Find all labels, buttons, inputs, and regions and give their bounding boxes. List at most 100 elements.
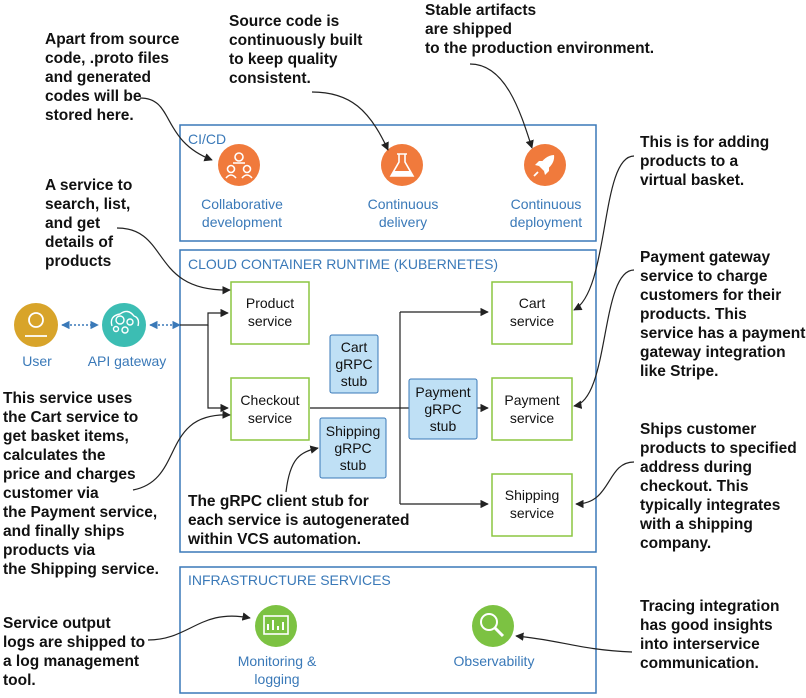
note-checkout-line4: calculates the xyxy=(3,447,106,464)
runtime-panel: CLOUD CONTAINER RUNTIME (KUBERNETES) xyxy=(179,249,597,553)
note-payment-line7: like Stripe. xyxy=(640,363,718,380)
checkout-service-line2: service xyxy=(248,410,293,426)
note-artifacts: Stable artifacts are shipped to the prod… xyxy=(425,2,654,57)
delivery-label-line1: Continuous xyxy=(368,196,439,212)
payment-service: Payment service xyxy=(491,377,573,441)
note-tracing-line1: Tracing integration xyxy=(640,598,780,615)
note-logs-line1: Service output xyxy=(3,615,111,632)
runtime-panel-title: CLOUD CONTAINER RUNTIME (KUBERNETES) xyxy=(188,256,498,272)
note-shipping-line1: Ships customer xyxy=(640,421,756,438)
monitoring-logging: Monitoring & logging xyxy=(238,605,317,687)
note-build-line1: Source code is xyxy=(229,13,339,30)
monitoring-label-line1: Monitoring & xyxy=(238,653,317,669)
infra-panel: INFRASTRUCTURE SERVICES xyxy=(179,566,597,694)
magnifier-icon xyxy=(472,605,514,647)
note-vcs-line1: Apart from source xyxy=(45,31,180,48)
note-payment-line5: service has a payment xyxy=(640,325,805,342)
note-vcs-line4: codes will be xyxy=(45,88,142,105)
checkout-service: Checkout service xyxy=(230,377,310,441)
cart-stub-line2: gRPC xyxy=(335,356,372,372)
note-product: A service to search, list, and get detai… xyxy=(45,177,132,270)
cart-service-line2: service xyxy=(510,313,555,329)
infra-panel-title: INFRASTRUCTURE SERVICES xyxy=(188,572,391,588)
note-shipping: Ships customer products to specified add… xyxy=(639,421,797,552)
cicd-panel-title: CI/CD xyxy=(188,131,226,147)
note-checkout-line3: get basket items, xyxy=(3,428,129,445)
note-vcs-line3: and generated xyxy=(45,69,151,86)
note-tracing: Tracing integration has good insights in… xyxy=(640,598,780,672)
note-shipping-line6: with a shipping xyxy=(639,516,753,533)
user-label: User xyxy=(22,353,52,369)
note-build: Source code is continuously built to kee… xyxy=(229,13,362,87)
note-product-line4: details of xyxy=(45,234,114,251)
note-payment-line6: gateway integration xyxy=(640,344,786,361)
note-payment-line2: service to charge xyxy=(640,268,768,285)
note-shipping-line5: typically integrates xyxy=(640,497,780,514)
note-checkout-line7: the Payment service, xyxy=(3,504,157,521)
note-checkout-line10: the Shipping service. xyxy=(3,561,159,578)
note-stub-line3: within VCS automation. xyxy=(187,531,361,548)
observability-label: Observability xyxy=(454,653,535,669)
payment-stub-line1: Payment xyxy=(415,384,470,400)
observability: Observability xyxy=(454,605,535,669)
note-cart: This is for adding products to a virtual… xyxy=(640,134,769,189)
shipping-stub-line2: gRPC xyxy=(334,440,371,456)
note-tracing-line4: communication. xyxy=(640,655,759,672)
note-logs-line2: logs are shipped to xyxy=(3,634,145,651)
gateway-label: API gateway xyxy=(88,353,167,369)
note-payment-line3: customers for their xyxy=(640,287,781,304)
note-checkout-line6: customer via xyxy=(3,485,99,502)
note-product-line5: products xyxy=(45,253,111,270)
note-product-line3: and get xyxy=(45,215,100,232)
note-checkout-line2: the Cart service to xyxy=(3,409,138,426)
payment-stub-line3: stub xyxy=(430,418,457,434)
note-checkout-line1: This service uses xyxy=(3,390,132,407)
payment-service-line2: service xyxy=(510,410,555,426)
shipping-grpc-stub: Shipping gRPC stub xyxy=(319,417,387,479)
note-stub: The gRPC client stub for each service is… xyxy=(187,493,409,548)
note-checkout: This service uses the Cart service to ge… xyxy=(3,390,159,578)
cart-grpc-stub: Cart gRPC stub xyxy=(329,334,379,394)
checkout-service-line1: Checkout xyxy=(240,392,299,408)
people-icon xyxy=(218,144,260,186)
note-build-line2: continuously built xyxy=(229,32,362,49)
collaborative-development: Collaborative development xyxy=(201,144,283,230)
note-tracing-line3: into interservice xyxy=(640,636,760,653)
note-logs: Service output logs are shipped to a log… xyxy=(3,615,145,689)
note-tracing-line2: has good insights xyxy=(640,617,773,634)
note-shipping-line7: company. xyxy=(640,535,711,552)
cart-service-line1: Cart xyxy=(519,295,546,311)
continuous-deployment: Continuous deployment xyxy=(510,144,582,230)
note-shipping-line2: products to specified xyxy=(640,440,797,457)
note-artifacts-line1: Stable artifacts xyxy=(425,2,536,19)
monitoring-label-line2: logging xyxy=(254,671,299,687)
note-vcs-line5: stored here. xyxy=(45,107,134,124)
note-cart-line2: products to a xyxy=(640,153,739,170)
note-checkout-line5: price and charges xyxy=(3,466,136,483)
payment-grpc-stub: Payment gRPC stub xyxy=(408,378,478,440)
callout-arrows xyxy=(116,63,635,653)
note-logs-line4: tool. xyxy=(3,672,36,689)
deployment-label-line2: deployment xyxy=(510,214,582,230)
note-cart-line1: This is for adding xyxy=(640,134,769,151)
product-service-line2: service xyxy=(248,313,293,329)
api-gateway: API gateway xyxy=(88,303,167,369)
product-service-line1: Product xyxy=(246,295,294,311)
note-shipping-line4: checkout. This xyxy=(640,478,749,495)
shipping-stub-line1: Shipping xyxy=(326,423,381,439)
shipping-service-line1: Shipping xyxy=(505,487,560,503)
shipping-service-line2: service xyxy=(510,505,555,521)
cart-stub-line1: Cart xyxy=(341,339,368,355)
collaborative-label-line2: development xyxy=(202,214,282,230)
payment-service-line1: Payment xyxy=(504,392,559,408)
cart-stub-line3: stub xyxy=(341,373,368,389)
user-icon xyxy=(14,303,58,347)
note-cart-line3: virtual basket. xyxy=(640,172,744,189)
note-stub-line2: each service is autogenerated xyxy=(188,512,409,529)
note-build-line3: to keep quality xyxy=(229,51,338,68)
continuous-delivery: Continuous delivery xyxy=(368,144,439,230)
note-logs-line3: a log management xyxy=(3,653,139,670)
deployment-label-line1: Continuous xyxy=(511,196,582,212)
user-actor: User xyxy=(14,303,58,369)
